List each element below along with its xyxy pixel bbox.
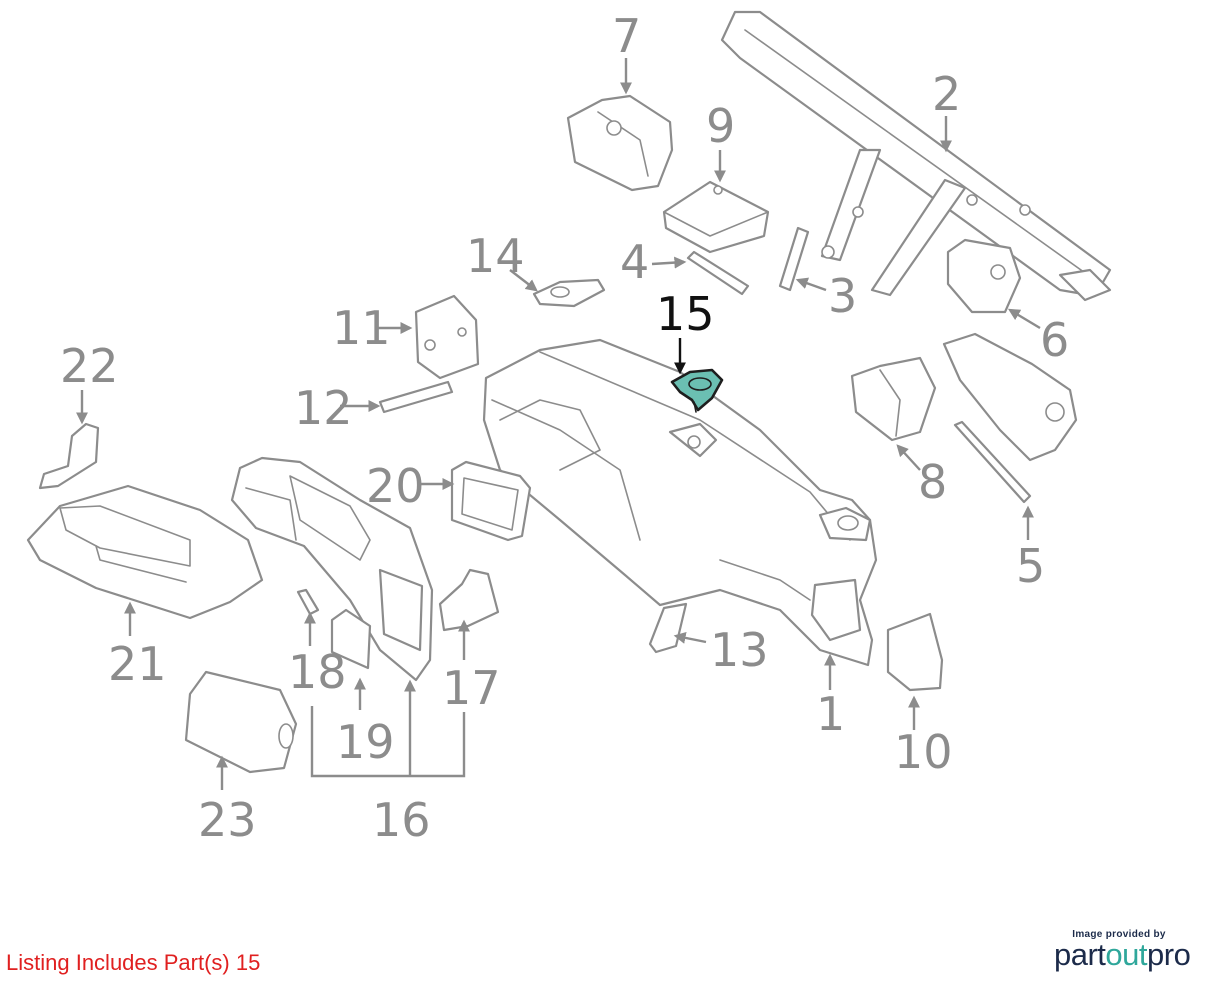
brand-caption: Image provided by [1072,929,1166,940]
part-1-instrument-panel [482,338,878,667]
brand-name-accent: out [1105,937,1148,972]
callout-labels: 7 2 9 4 3 6 14 11 12 15 22 20 8 5 21 13 … [60,9,1069,847]
callout-1: 1 [816,687,845,741]
callout-16: 16 [372,793,431,847]
callout-7: 7 [612,9,641,63]
callout-12: 12 [294,381,353,435]
callout-15: 15 [656,287,715,341]
callout-18: 18 [288,645,347,699]
brand-name-end: pro [1147,937,1191,972]
callout-6: 6 [1040,313,1069,367]
part-2-cross-car-beam [720,10,1112,302]
callout-2: 2 [932,67,961,121]
part-20-frame [450,460,532,542]
part-4-strip [686,250,750,296]
callout-17: 17 [442,661,501,715]
callout-21: 21 [108,637,167,691]
part-11-bracket [414,294,480,380]
callout-5: 5 [1016,539,1045,593]
callout-19: 19 [336,715,395,769]
part-15-highlighted-cover [670,368,724,413]
brand-name: partoutpro [1054,937,1191,973]
part-17-trim [438,568,500,632]
part-8-duct [850,356,937,442]
part-21-lower-tray [26,484,264,620]
part-22-bracket [38,422,100,490]
part-13-handle [648,602,688,654]
part-19-panel [330,608,372,670]
leader-arrows [76,58,1041,790]
part-10-end-cap [886,612,944,692]
part-6-duct [946,238,1022,314]
part-5-duct-assembly [942,332,1078,504]
part-14-cover [532,278,606,308]
part-9-module [662,180,770,254]
callout-4: 4 [620,235,649,289]
part-7-bracket [566,94,674,192]
part-3-bracket [778,226,810,292]
part-12-strip [378,380,454,414]
part-16-bezel [230,456,434,682]
callout-11: 11 [332,301,391,355]
callout-10: 10 [894,725,953,779]
callout-8: 8 [918,455,947,509]
callout-20: 20 [366,459,425,513]
brand-name-start: part [1054,937,1106,972]
callout-23: 23 [198,793,257,847]
listing-note: Listing Includes Part(s) 15 [6,950,261,975]
callout-9: 9 [706,99,735,153]
partoutpro-logo: Image provided by partoutpro [1054,929,1214,973]
part-23-airbag-module [184,670,298,774]
callout-14: 14 [466,229,525,283]
part-18-pin [296,588,320,616]
callout-22: 22 [60,339,119,393]
callout-13: 13 [710,623,769,677]
callout-3: 3 [828,269,857,323]
